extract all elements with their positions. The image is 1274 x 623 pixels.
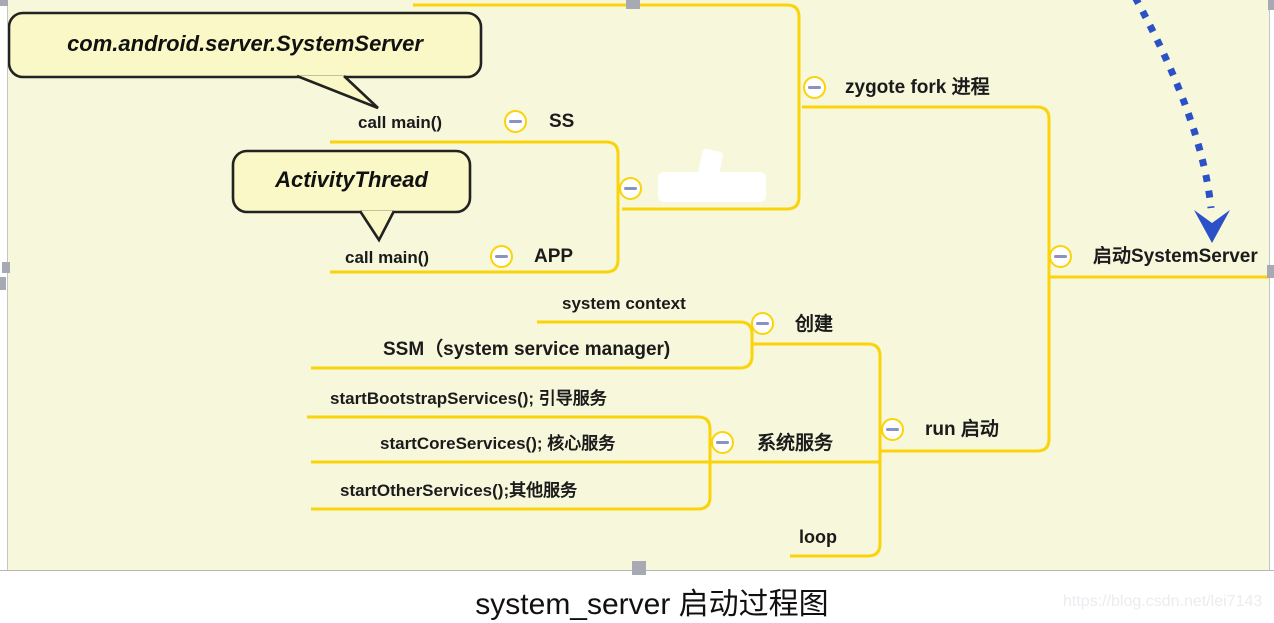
callout-systemserver-label: com.android.server.SystemServer bbox=[67, 31, 423, 56]
resize-handle-right-middle[interactable] bbox=[1267, 265, 1274, 278]
node-root: 启动SystemServer bbox=[1093, 246, 1258, 267]
resize-handle-left-lower[interactable] bbox=[0, 277, 6, 290]
node-start-core-services: startCoreServices(); 核心服务 bbox=[380, 434, 616, 453]
node-start-other-services: startOtherServices();其他服务 bbox=[340, 481, 578, 500]
resize-handle-bottom-center[interactable] bbox=[632, 561, 646, 575]
node-call-main-ss: call main() bbox=[358, 113, 443, 132]
callout-systemserver-tail bbox=[296, 74, 379, 110]
erased-label-blob bbox=[658, 172, 766, 202]
collapse-icon-run[interactable] bbox=[881, 418, 904, 441]
collapse-icon-app[interactable] bbox=[490, 245, 513, 268]
node-run: run 启动 bbox=[925, 419, 999, 440]
erased-label-blob-top bbox=[698, 148, 723, 180]
node-ssm: SSM（system service manager) bbox=[383, 339, 671, 360]
node-system-services: 系统服务 bbox=[757, 433, 834, 454]
caption-area: system_server 启动过程图 https://blog.csdn.ne… bbox=[0, 570, 1274, 623]
collapse-icon-erased[interactable] bbox=[619, 177, 642, 200]
callout-activitythread-label: ActivityThread bbox=[275, 167, 428, 192]
figure-title: system_server 启动过程图 bbox=[475, 588, 829, 621]
resize-handle-top-left[interactable] bbox=[0, 0, 8, 6]
branch-run-children bbox=[752, 342, 882, 558]
dotted-arrow bbox=[1132, 0, 1215, 209]
collapse-icon-services[interactable] bbox=[711, 431, 734, 454]
resize-handle-top-right[interactable] bbox=[1268, 0, 1274, 10]
resize-handle-left-upper[interactable] bbox=[2, 262, 10, 273]
dotted-arrow-head bbox=[1194, 210, 1230, 243]
callout-activitythread-shape bbox=[231, 149, 472, 214]
branch-top-bracket bbox=[413, 3, 801, 211]
connector-lines bbox=[7, 0, 1274, 558]
collapse-icon-root[interactable] bbox=[1049, 245, 1072, 268]
branch-ss-app-bracket bbox=[330, 140, 620, 274]
resize-handle-top-center[interactable] bbox=[626, 0, 640, 9]
callout-activitythread-tail bbox=[358, 210, 396, 243]
node-root-clip: 启动SystemServer bbox=[1093, 246, 1270, 268]
node-create: 创建 bbox=[795, 314, 834, 335]
branch-zygote-trunk-run bbox=[802, 105, 1051, 453]
node-app: APP bbox=[534, 246, 574, 267]
watermark-url: https://blog.csdn.net/lei7143 bbox=[1063, 593, 1263, 610]
node-zygote-fork: zygote fork 进程 bbox=[845, 77, 990, 98]
node-call-main-app: call main() bbox=[345, 248, 430, 267]
right-margin-strip bbox=[1269, 0, 1274, 570]
node-system-context: system context bbox=[562, 294, 686, 313]
node-loop: loop bbox=[799, 527, 837, 547]
collapse-icon-create[interactable] bbox=[751, 312, 774, 335]
mindmap-canvas: com.android.server.SystemServer Activity… bbox=[0, 0, 1274, 570]
collapse-icon-zygote[interactable] bbox=[803, 76, 826, 99]
collapse-icon-ss[interactable] bbox=[504, 110, 527, 133]
node-start-bootstrap-services: startBootstrapServices(); 引导服务 bbox=[330, 389, 607, 408]
callout-systemserver-shape bbox=[7, 11, 483, 79]
node-ss: SS bbox=[549, 111, 575, 132]
